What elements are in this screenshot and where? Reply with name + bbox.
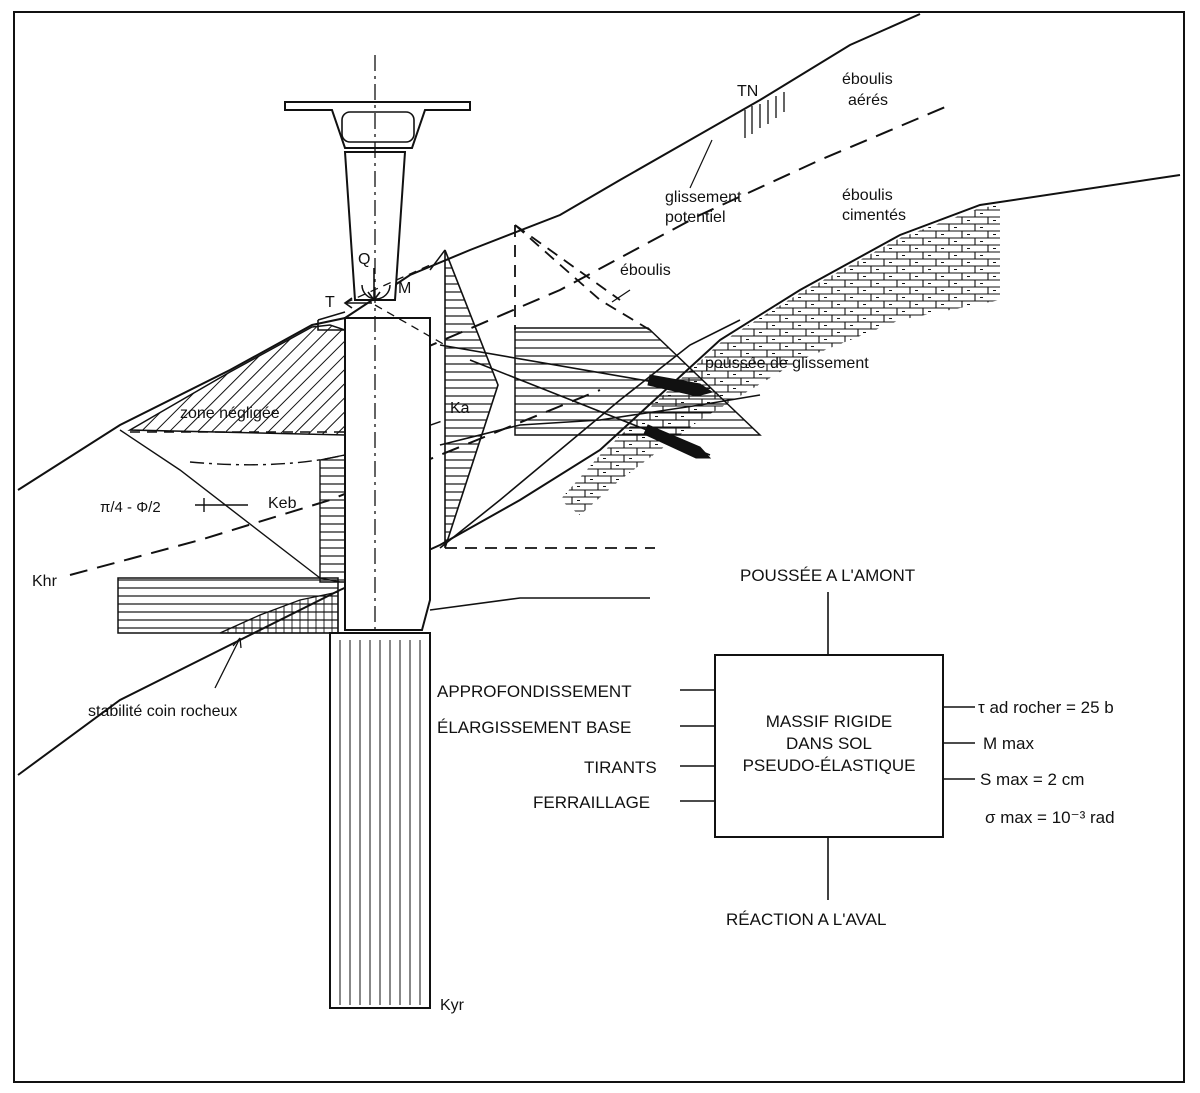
label-q: Q: [358, 251, 370, 268]
eboulis-leader: [611, 289, 631, 303]
output-sigma: σ max = 10⁻³ rad: [985, 808, 1115, 827]
tn-hatch: [744, 92, 785, 138]
load-q-arrow: [367, 268, 381, 302]
label-eboulis-aeres-1: éboulis: [842, 71, 893, 88]
label-glissement-1: glissement: [665, 189, 742, 206]
thrust-arrow-2: [643, 424, 712, 459]
label-tn: TN: [737, 83, 758, 100]
boundary-khr-dashed: [69, 389, 601, 576]
label-m: M: [398, 280, 411, 297]
label-eboulis-aeres-2: aérés: [848, 92, 888, 109]
label-khr: Khr: [32, 573, 58, 590]
pier-shaft: [344, 317, 431, 631]
label-zone-negligee: zone négligée: [180, 405, 280, 422]
active-pressure-diagram: [444, 249, 499, 549]
pier-cap-left: [317, 311, 346, 331]
boundary-aeres-dashed: [419, 104, 951, 351]
input-elargissement: ÉLARGISSEMENT BASE: [437, 718, 631, 737]
angle-mark: [195, 498, 248, 512]
box-line-2: DANS SOL: [786, 734, 872, 753]
label-eboulis-cimentes-1: éboulis: [842, 187, 893, 204]
output-mmax: M max: [983, 734, 1035, 753]
label-ka: Ka: [450, 400, 470, 417]
lower-ground: [429, 597, 650, 611]
label-t: T: [325, 294, 335, 311]
label-glissement-2: potentiel: [665, 209, 726, 226]
input-ferraillage: FERRAILLAGE: [533, 793, 650, 812]
load-lines: [344, 264, 446, 346]
label-eboulis: éboulis: [620, 262, 671, 279]
input-tirants: TIRANTS: [584, 758, 657, 777]
shaft-pressure-lines: [339, 640, 421, 1005]
glissement-leader: [689, 139, 713, 189]
box-line-3: PSEUDO-ÉLASTIQUE: [743, 756, 916, 775]
pier-column: [343, 151, 407, 301]
stabilite-leader: [214, 637, 241, 689]
label-angle: π/4 - Φ/2: [100, 499, 161, 516]
block-bottom-label: RÉACTION A L'AVAL: [726, 910, 886, 929]
rigid-mass-box: [714, 654, 944, 838]
frame: [13, 11, 1185, 1083]
label-eboulis-cimentes-2: cimentés: [842, 207, 906, 224]
input-approfondissement: APPROFONDISSEMENT: [437, 682, 632, 701]
sliding-thrust-diagram: [514, 327, 762, 436]
label-stabilite: stabilité coin rocheux: [88, 703, 237, 720]
box-line-1: MASSIF RIGIDE: [766, 712, 893, 731]
keb-pressure: [319, 454, 346, 583]
output-tau: τ ad rocher = 25 b: [978, 698, 1114, 717]
label-kyr: Kyr: [440, 997, 465, 1014]
label-keb: Keb: [268, 495, 297, 512]
input-connectors: [680, 689, 715, 802]
ground-line: [17, 13, 921, 491]
rock-wedge-grid: [219, 591, 339, 634]
label-poussee-glissement: poussée de glissement: [705, 355, 869, 372]
moment-arc: [361, 284, 391, 300]
deck-girder: [284, 101, 471, 149]
block-top-label: POUSSÉE A L'AMONT: [740, 566, 915, 585]
thrust-arrow-1: [647, 374, 714, 397]
output-smax: S max = 2 cm: [980, 770, 1084, 789]
output-connectors: [943, 706, 975, 780]
